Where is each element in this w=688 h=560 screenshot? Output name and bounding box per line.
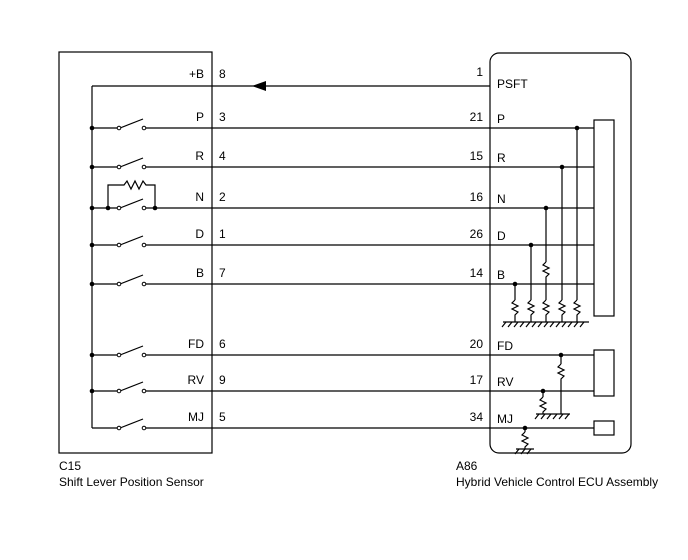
ecu-input-block-1 [593, 119, 615, 317]
pulldown-mj [514, 428, 534, 455]
junction-dot [512, 281, 518, 287]
switch-b [92, 274, 144, 285]
contact-n [116, 205, 122, 211]
n-bypass-resistor [107, 179, 156, 208]
left-label-fd: FD [188, 337, 204, 351]
junction-dot [105, 205, 111, 211]
pulldown-d [526, 245, 536, 322]
junction-dot [89, 205, 95, 211]
switch-fd [92, 345, 144, 356]
left-label-p: P [196, 110, 204, 124]
contact-r2 [141, 164, 147, 170]
pulldown-fd [556, 355, 566, 414]
left-label-rv: RV [188, 373, 204, 387]
junction-dot [89, 125, 95, 131]
contact-fd [116, 352, 122, 358]
switch-p [92, 118, 144, 129]
left-pin-p: 3 [219, 110, 226, 124]
ground-bus-1 [501, 321, 589, 328]
contact-mj2 [141, 425, 147, 431]
contact-n2 [141, 205, 147, 211]
left-label-r: R [195, 149, 204, 163]
hv-ecu-box [489, 52, 632, 454]
left-pin-fd: 6 [219, 337, 226, 351]
right-label-rv: RV [497, 375, 513, 389]
shift-lever-sensor-box [58, 51, 213, 454]
left-pin-b: 7 [219, 266, 226, 280]
contact-rv2 [141, 388, 147, 394]
right-label-r: R [497, 151, 506, 165]
right-pin-b: 14 [470, 266, 484, 280]
left-pin-psft: 8 [219, 67, 226, 81]
pulldown-r [557, 167, 567, 322]
right-pin-d: 26 [470, 227, 484, 241]
left-label-psft: +B [189, 67, 204, 81]
ground-bus-2 [534, 413, 570, 420]
junction-dot [89, 352, 95, 358]
right-pin-rv: 17 [470, 373, 484, 387]
junction-dot [559, 164, 565, 170]
right-pin-mj: 34 [470, 410, 484, 424]
pulldown-rv [538, 391, 548, 414]
pulldown-n [541, 208, 551, 322]
right-label-n: N [497, 192, 506, 206]
right-label-b: B [497, 268, 505, 282]
junction-dot [574, 125, 580, 131]
right-pin-n: 16 [470, 190, 484, 204]
left-pin-r: 4 [219, 149, 226, 163]
right-label-p: P [497, 112, 505, 126]
left-label-b: B [196, 266, 204, 280]
right-pin-fd: 20 [470, 337, 484, 351]
switch-mj [92, 418, 144, 429]
right-pin-r: 15 [470, 149, 484, 163]
junction-dot [89, 388, 95, 394]
contact-p [116, 125, 122, 131]
left-pin-n: 2 [219, 190, 226, 204]
contact-b [116, 281, 122, 287]
left-pin-d: 1 [219, 227, 226, 241]
contact-r [116, 164, 122, 170]
ecu-input-block-2 [593, 349, 615, 397]
contact-fd2 [141, 352, 147, 358]
contact-mj [116, 425, 122, 431]
psft-arrow [252, 81, 266, 91]
junction-dot [528, 242, 534, 248]
right-component-code: A86 [456, 459, 478, 473]
left-label-mj: MJ [188, 410, 204, 424]
left-label-n: N [195, 190, 204, 204]
junction-dot [89, 164, 95, 170]
right-pin-psft: 1 [476, 65, 483, 79]
right-label-fd: FD [497, 339, 513, 353]
contact-d2 [141, 242, 147, 248]
switch-d [92, 235, 144, 246]
left-component-code: C15 [59, 459, 81, 473]
junction-dot [522, 425, 528, 431]
right-label-d: D [497, 229, 506, 243]
ecu-input-block-3 [593, 420, 615, 436]
contact-b2 [141, 281, 147, 287]
switch-n [92, 198, 144, 209]
right-component-name: Hybrid Vehicle Control ECU Assembly [456, 475, 658, 489]
right-pin-p: 21 [470, 110, 484, 124]
junction-dot [89, 281, 95, 287]
contact-d [116, 242, 122, 248]
right-label-psft: PSFT [497, 77, 528, 91]
right-label-mj: MJ [497, 412, 513, 426]
junction-dot [558, 352, 564, 358]
switch-r [92, 157, 144, 168]
pulldown-b [510, 284, 520, 322]
junction-dot [89, 242, 95, 248]
junction-dot [152, 205, 158, 211]
left-pin-rv: 9 [219, 373, 226, 387]
left-component-name: Shift Lever Position Sensor [59, 475, 204, 489]
pulldown-p [572, 128, 582, 322]
left-pin-mj: 5 [219, 410, 226, 424]
switch-rv [92, 381, 144, 392]
contact-p2 [141, 125, 147, 131]
left-label-d: D [195, 227, 204, 241]
junction-dot [543, 205, 549, 211]
junction-dot [540, 388, 546, 394]
contact-rv [116, 388, 122, 394]
